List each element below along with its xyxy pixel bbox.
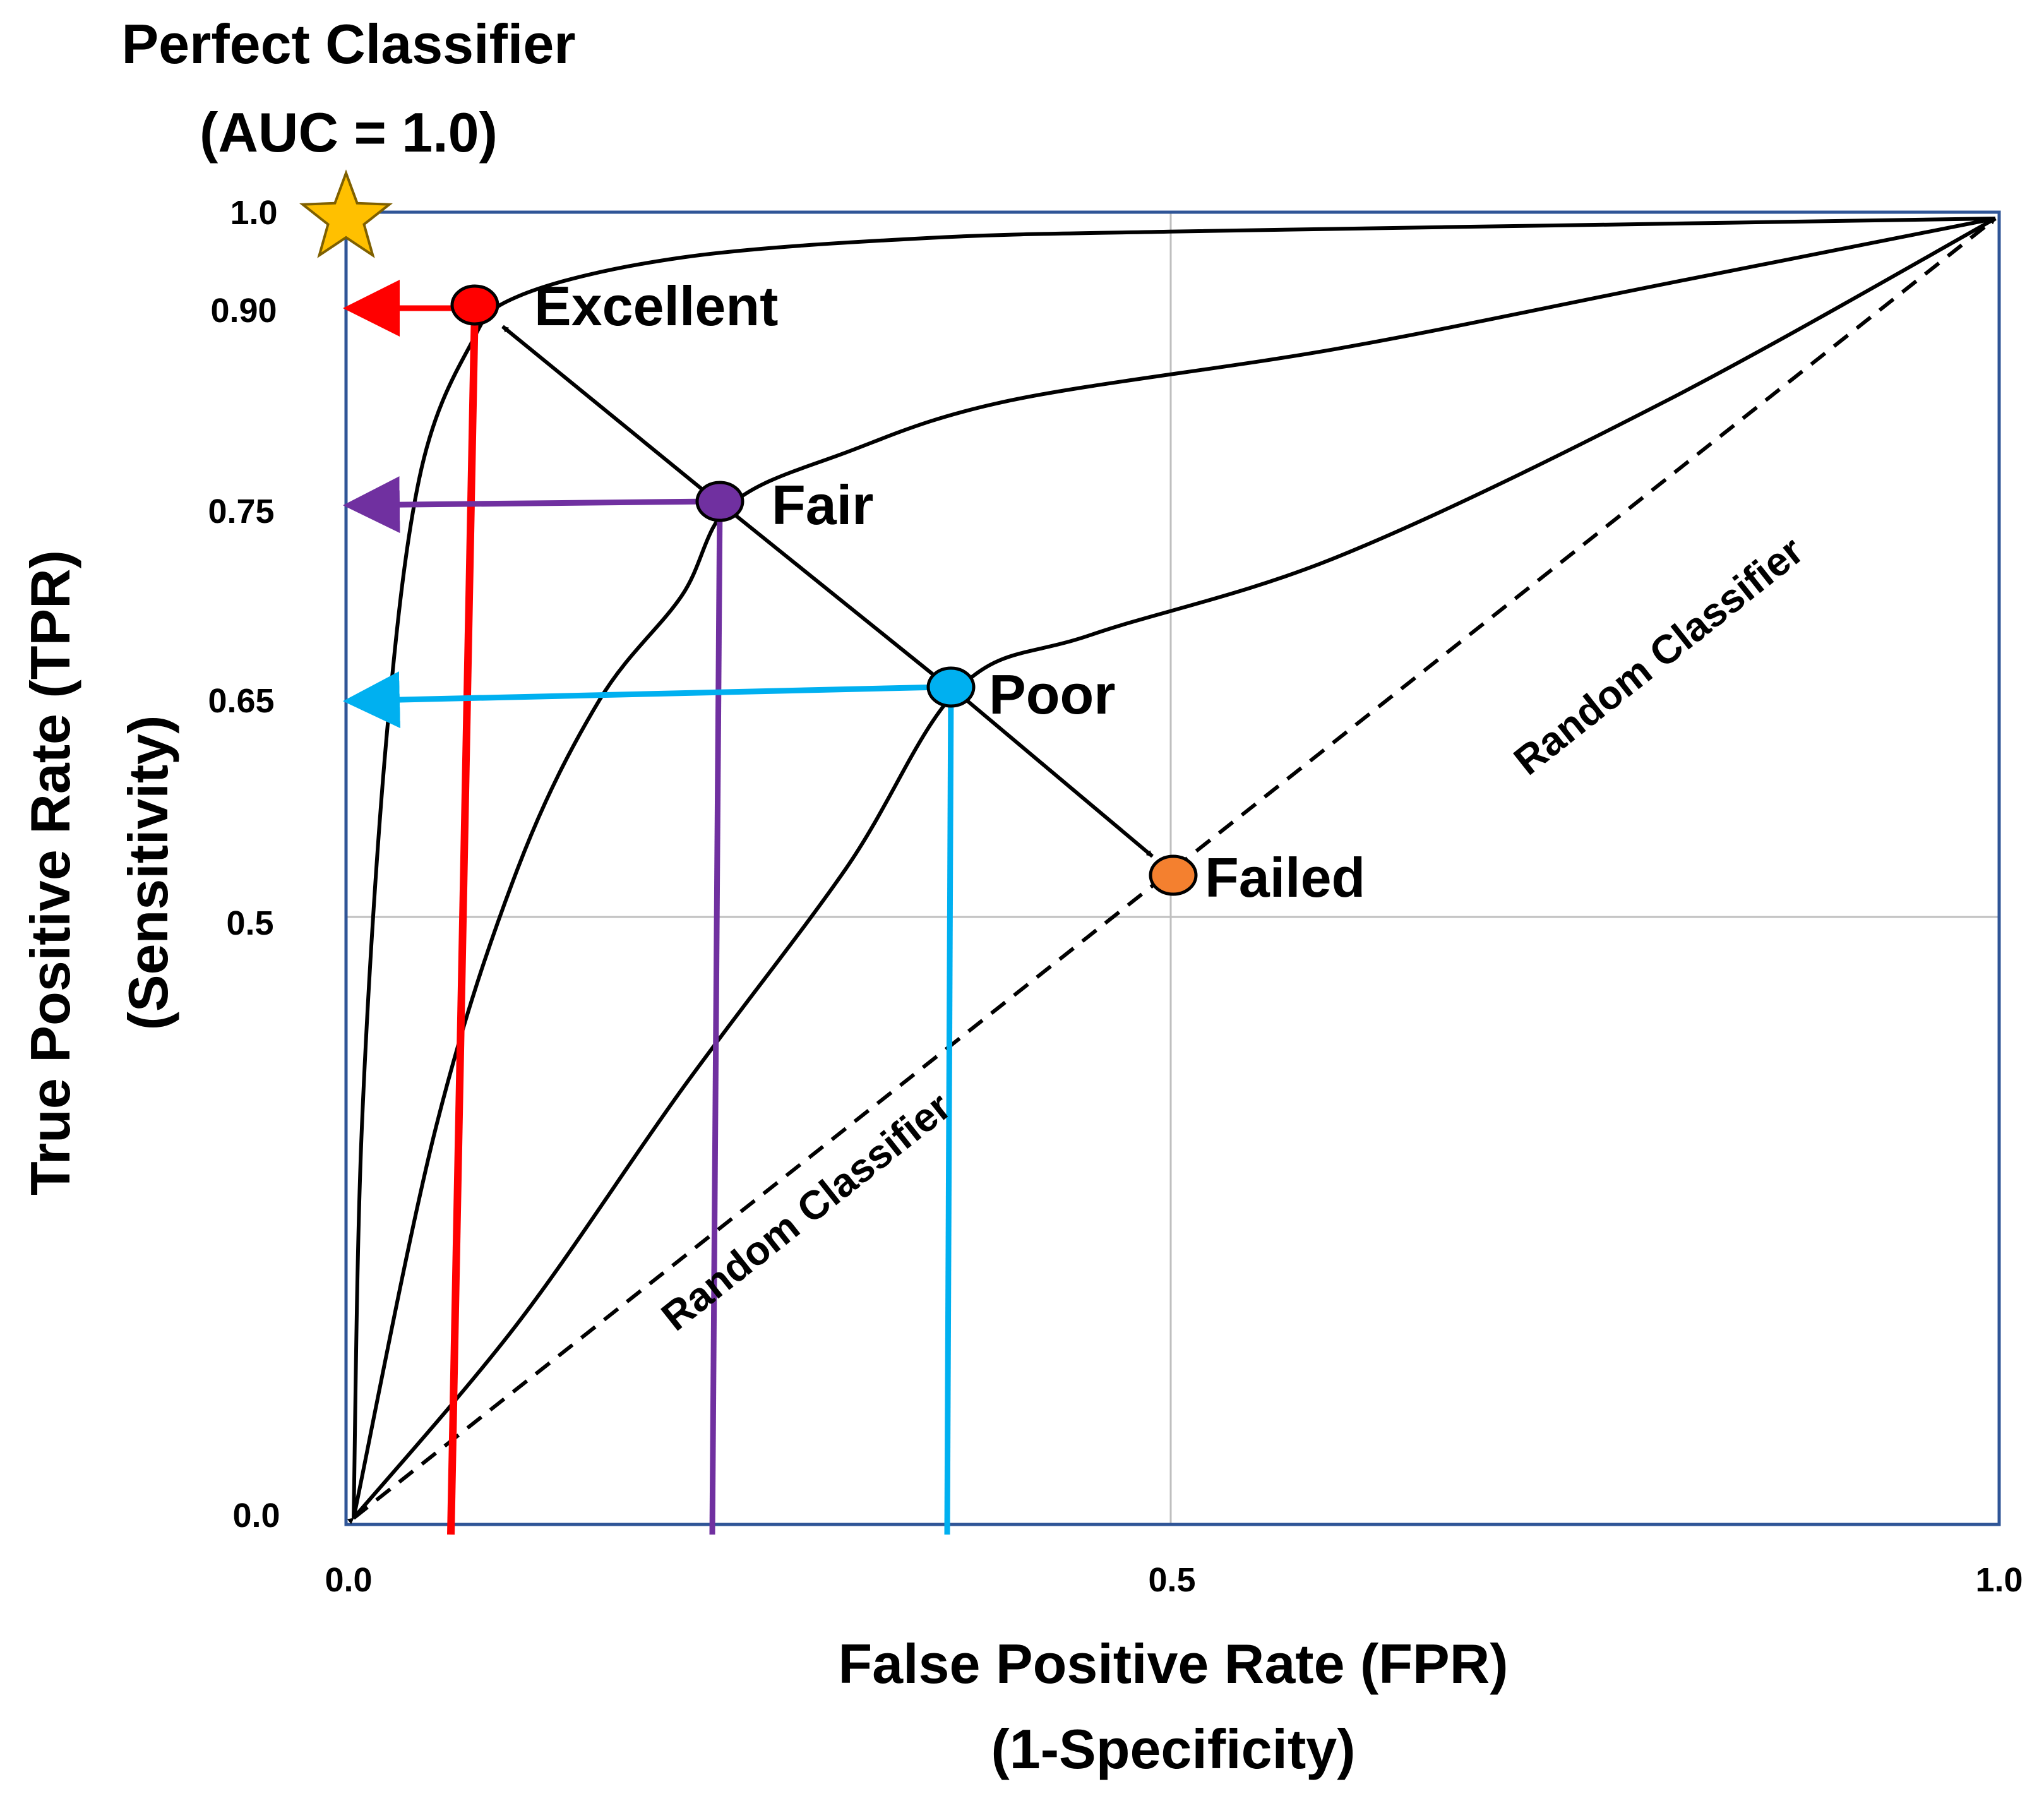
y-tick-0.90: 0.90 [210,292,277,330]
failed-point [1149,854,1198,896]
x-tick-0.5: 0.5 [1148,1561,1195,1599]
y-tick-0.75: 0.75 [208,493,274,530]
x-tick-0.0: 0.0 [325,1561,372,1599]
random-classifier-label-lower: Random Classifier [653,1083,959,1339]
x-axis-title: False Positive Rate (FPR) [838,1632,1508,1695]
series-label-poor: Poor [989,663,1115,726]
poor-to-failed-arrow [950,685,1154,858]
series-label-failed: Failed [1205,846,1365,909]
excellent-point [450,284,499,326]
random-classifier-label-upper: Random Classifier [1505,527,1812,783]
excellent-drop-line [447,308,479,1535]
plot-frame [344,210,2001,1526]
fair-drop-line [709,501,723,1535]
fair-to-excellent-arrow [501,325,720,505]
x-axis-subtitle: (1-Specificity) [991,1718,1355,1780]
fair-tpr-arrow [343,476,713,534]
fair-point [695,481,744,522]
roc-curve-excellent [352,217,1996,1519]
poor-point [926,666,976,708]
perfect-classifier-label: Perfect Classifier [121,13,575,75]
series-label-excellent: Excellent [534,275,778,337]
poor-drop-line [944,686,954,1535]
poor-tpr-arrow [343,671,941,729]
perfect-classifier-star-icon [299,169,393,258]
series-label-fair: Fair [772,474,873,536]
x-tick-1.0: 1.0 [1975,1561,2023,1599]
y-tick-1.0: 1.0 [230,194,277,232]
y-tick-0.5: 0.5 [226,904,273,942]
y-axis-subtitle: (Sensitivity) [117,715,179,1031]
y-tick-0.65: 0.65 [208,682,274,720]
perfect-classifier-auc-label: (AUC = 1.0) [200,101,498,164]
y-axis-title: True Positive Rate (TPR) [19,550,81,1195]
fair-to-poor-arrow [719,501,948,688]
y-tick-0.0: 0.0 [232,1497,280,1535]
